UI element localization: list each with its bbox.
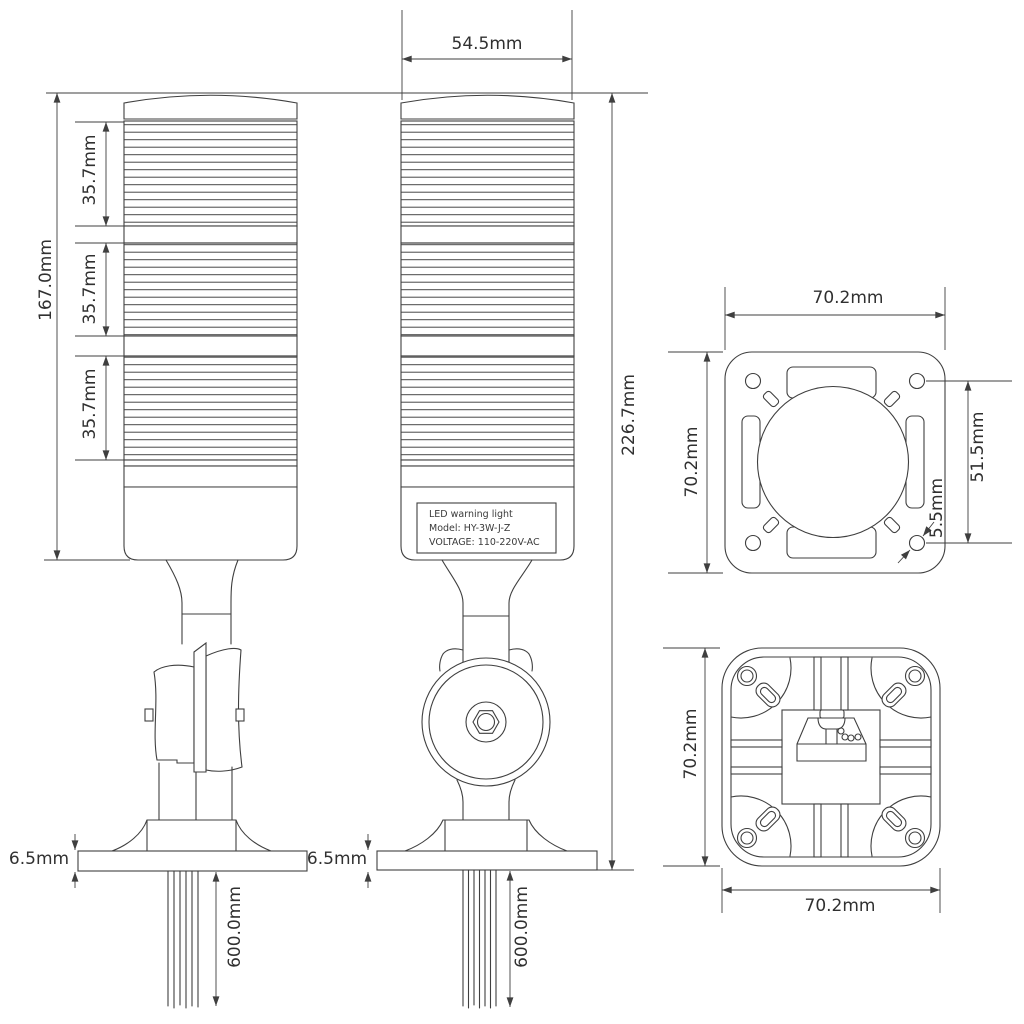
- mount-hole: [908, 372, 926, 390]
- dim-top-width: 70.2mm: [724, 287, 946, 350]
- dim-top-width-label: 70.2mm: [813, 288, 884, 308]
- bottom-center-bracket: [796, 709, 867, 762]
- dim-bottom-width-label: 70.2mm: [805, 896, 876, 916]
- front-mount-pivot: [421, 559, 551, 821]
- dim-cable-front-label: 600.0mm: [512, 886, 532, 968]
- top-view: [724, 351, 946, 574]
- dim-bottom-height: 70.2mm: [663, 647, 720, 867]
- dim-segment-bot-label: 35.7mm: [80, 369, 100, 440]
- dim-cable-front: 600.0mm: [506, 870, 532, 1008]
- mount-hole: [908, 534, 926, 552]
- side-mount-bracket: [144, 559, 245, 821]
- front-base-plate: [376, 850, 598, 871]
- dim-cable-side: 600.0mm: [212, 871, 245, 1007]
- dim-top-height-label: 70.2mm: [682, 427, 702, 498]
- dim-overall-height-label: 226.7mm: [619, 374, 639, 456]
- mount-hole: [744, 372, 762, 390]
- dim-hole-spacing-label: 51.5mm: [968, 412, 988, 483]
- product-label: LED warning light Model: HY-3W-J-Z VOLTA…: [416, 502, 557, 554]
- product-label-line1: LED warning light: [429, 509, 513, 520]
- dim-hole-diameter: 5.5mm: [897, 478, 947, 564]
- side-pedestal: [111, 819, 272, 852]
- bottom-corner-holes: [736, 665, 926, 849]
- dim-cap-width: 54.5mm: [401, 10, 573, 100]
- bracket-clip-right: [235, 708, 245, 722]
- side-view-tower: [123, 94, 298, 561]
- dim-plate-front: 6.5mm: [307, 834, 372, 888]
- front-pedestal: [404, 819, 568, 852]
- dim-segments: 35.7mm 35.7mm 35.7mm: [75, 121, 124, 461]
- product-label-line3: VOLTAGE: 110-220V-AC: [429, 537, 540, 548]
- dim-overall-height: 226.7mm: [597, 92, 639, 871]
- front-view-tower: [400, 94, 575, 561]
- product-label-line2: Model: HY-3W-J-Z: [429, 523, 511, 534]
- dim-hole-diameter-label: 5.5mm: [927, 478, 947, 538]
- dim-segment-mid-label: 35.7mm: [80, 254, 100, 325]
- dim-hole-spacing: 51.5mm: [926, 380, 1012, 544]
- dim-top-height: 70.2mm: [668, 351, 723, 574]
- dim-tower-height-label: 167.0mm: [36, 239, 56, 321]
- bracket-clip-left: [144, 708, 154, 722]
- dim-bottom-width: 70.2mm: [721, 868, 941, 916]
- side-base-plate: [77, 850, 308, 872]
- dim-cap-width-label: 54.5mm: [452, 34, 523, 54]
- bottom-view: [721, 647, 941, 867]
- dim-segment-top-label: 35.7mm: [80, 135, 100, 206]
- dim-bottom-height-label: 70.2mm: [681, 709, 701, 780]
- dim-plate-front-label: 6.5mm: [307, 849, 367, 869]
- front-view: LED warning light Model: HY-3W-J-Z VOLTA…: [376, 94, 598, 1009]
- mount-hole: [744, 534, 762, 552]
- bottom-corner-slots: [755, 682, 907, 832]
- side-cables: [167, 870, 199, 1009]
- dim-plate-side-label: 6.5mm: [9, 849, 69, 869]
- side-view: [77, 94, 308, 1009]
- dim-plate-side: 6.5mm: [9, 834, 79, 888]
- dim-cable-side-label: 600.0mm: [225, 886, 245, 968]
- dim-tower-height: 167.0mm: [36, 92, 130, 561]
- top-view-lens-circle: [756, 385, 910, 539]
- front-cables: [462, 869, 497, 1009]
